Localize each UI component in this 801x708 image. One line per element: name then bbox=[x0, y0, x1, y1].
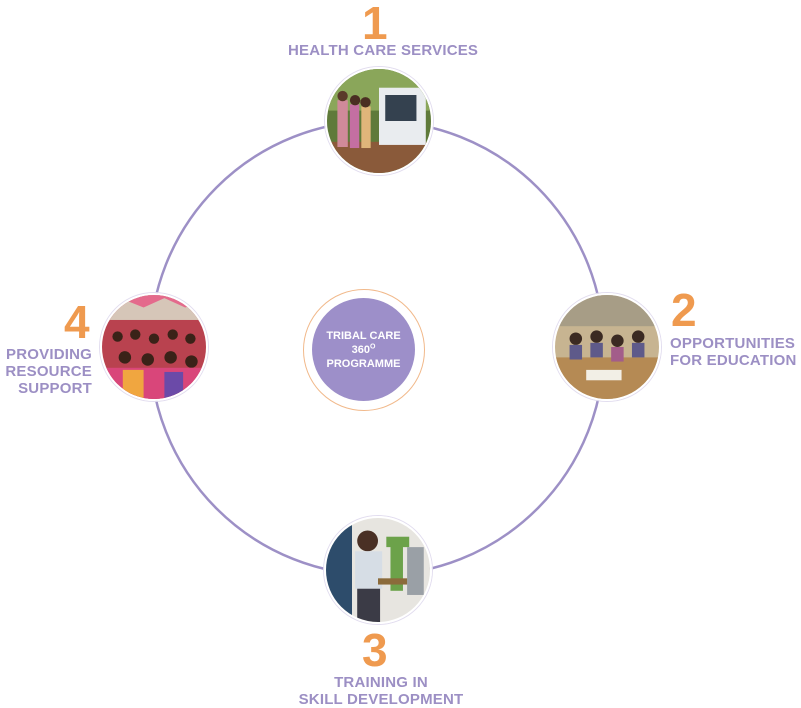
step-3-number: 3 bbox=[362, 624, 388, 676]
step-4-number: 4 bbox=[64, 296, 90, 348]
center-line-3: PROGRAMME bbox=[326, 357, 401, 370]
step-2-number: 2 bbox=[671, 284, 697, 336]
center-badge: TRIBAL CARE 360O PROGRAMME bbox=[303, 289, 425, 411]
step-1-label: HEALTH CARE SERVICES bbox=[288, 42, 479, 59]
skill-training-machine-photo bbox=[324, 516, 432, 624]
community-gathering-photo bbox=[100, 293, 208, 401]
step-1-number: 1 bbox=[362, 0, 388, 49]
center-title: TRIBAL CARE 360O PROGRAMME bbox=[312, 298, 415, 401]
health-care-van-photo bbox=[325, 67, 433, 175]
step-4-label: PROVIDING RESOURCE SUPPORT bbox=[5, 346, 92, 397]
classroom-students-photo bbox=[553, 293, 661, 401]
center-line-1: TRIBAL CARE bbox=[326, 329, 401, 342]
center-line-2: 360O bbox=[351, 342, 376, 356]
step-3-label: TRAINING IN SKILL DEVELOPMENT bbox=[298, 674, 464, 708]
step-2-label: OPPORTUNITIES FOR EDUCATION bbox=[670, 335, 797, 369]
